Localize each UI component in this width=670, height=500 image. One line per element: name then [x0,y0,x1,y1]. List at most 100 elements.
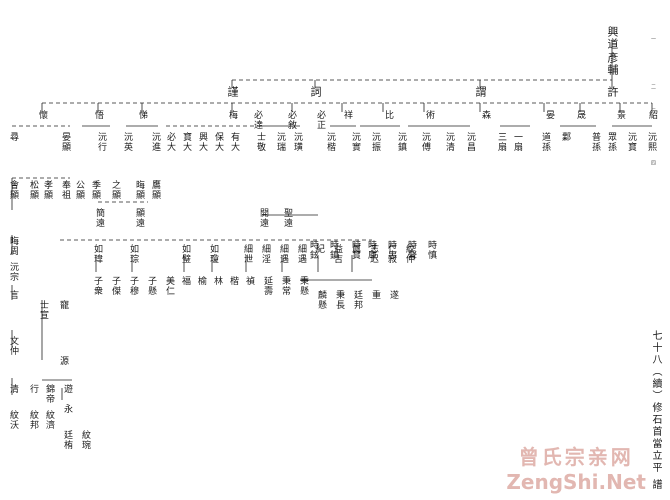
tier3-name: 沅鎮 [396,132,406,152]
tier4-name: 時鉉 [308,240,318,260]
watermark-cn: 曾氏宗亲网 [518,445,634,469]
tier4-name: 顯遠 [134,208,144,228]
tier4-name: 松顯 [28,180,38,200]
tier4-name: 時忠 [386,240,396,260]
tier4-name: 孝顯 [42,180,52,200]
tier3-name: 沅振 [370,132,380,152]
tier3-name: 晏顯 [60,132,70,152]
tier6-name: 士宣 [38,300,48,320]
tier3-name: 沅進 [150,132,160,152]
tier4-name: 會顯 [8,180,18,200]
tier2-name: 術 [424,110,434,120]
tier2-name: 紹 [647,110,657,120]
tier2-name: 晏 [544,110,554,120]
tier5-name: 細淫 [260,244,270,264]
tier5-name: 如琮 [128,244,138,264]
tier5-name: 細遇 [296,244,306,264]
page-title: 七十八（續）修石首當立平 譜 [650,330,661,492]
tier1-name: 許 [606,86,619,98]
tier4-name: 時庫 [366,240,376,260]
tier6-name: 廷邦 [352,290,362,310]
tier5-name: 如璧 [180,244,190,264]
tier4-name: 時鎮 [328,240,338,260]
tier7-name: 永 [62,404,72,414]
tier6-name: 榆 [196,276,206,286]
tier5-name: 紋仲 [404,244,414,264]
tier2-name: 必敘 [286,110,296,130]
tier3-name: 沅英 [122,132,132,152]
tier3-name: 沅實 [350,132,360,152]
tier4-name: 簡遠 [94,208,104,228]
tier6-name: 子衆 [92,276,102,296]
tier3-name: 士敬 [255,132,265,152]
tier3-name: 三扇 [496,132,506,152]
tier3-name: 沅清 [444,132,454,152]
watermark: 曾氏宗亲网 ZengShi.Net [506,441,646,494]
generation-label: 四 [650,160,656,165]
tier3-name: 尋 [8,132,18,142]
tier5-name: 晦周 [8,236,18,256]
tier2-name: 晟 [575,110,585,120]
tier6-name: 美仁 [164,276,174,296]
tier6-name: 福 [180,276,190,286]
tier4-name: 時慎 [426,240,436,260]
tier6-name: 延壽 [262,276,272,296]
tier3-name: 沅昌 [465,132,475,152]
tier2-name: 懷 [37,110,47,120]
tier5-name: 眞 [350,244,360,254]
tier2-name: 必正 [315,110,325,130]
tier6-name: 源 [58,356,68,366]
tier2-name: 森 [480,110,490,120]
tier3-name: 沅熙 [646,132,656,152]
tier3-name: 有大 [229,132,239,152]
tier6-name: 子懸 [146,276,156,296]
tier4-name: 公顯 [74,180,84,200]
tier5-name: 清 [8,384,18,394]
tier4-name: 鷹顯 [150,180,160,200]
tier5-name: 言 [8,290,18,300]
tier3-name: 鄴 [560,132,570,142]
tier5-name: 沅宗 [8,262,18,282]
tier3-name: 道孫 [540,132,550,152]
tier6-name: 秉長 [334,290,344,310]
tier4-name: 季顯 [90,180,100,200]
tier5-name: 益吉 [332,244,342,264]
tier6-name: 禎 [244,276,254,286]
tier3-name: 沅瑞 [275,132,285,152]
tier4-name: 之顯 [110,180,120,200]
tier7-name: 紋沃 [8,410,18,430]
tier5-name: 仁寂 [386,244,396,264]
watermark-en: ZengShi.Net [506,470,646,494]
tier3-name: 沅行 [96,132,106,152]
tier5-name: 行 [28,384,38,394]
tier5-name: 錦帝 [44,384,54,404]
tier5-name: 紀 [314,244,324,254]
tier3-name: 沅璜 [292,132,302,152]
tier2-name: 悟 [93,110,103,120]
tier6-name: 重 [370,290,380,300]
tier7-name: 紋邦 [28,410,38,430]
tier6-name: 楷 [228,276,238,286]
tier3-name: 沅傅 [420,132,430,152]
tier4-name: 開遠 [258,208,268,228]
tier4-name: 奉祖 [60,180,70,200]
tier1-name: 詞 [309,86,322,98]
tier5-name: 遊 [62,384,72,394]
tier2-name: 梅 [227,110,237,120]
tier2-name: 景 [615,110,625,120]
tier6-name: 麟懸 [316,290,326,310]
tier4-name: 時寶 [350,240,360,260]
tier1-name: 謂 [474,86,487,98]
generation-label: 三 [650,108,656,113]
tier3-name: 普孫 [590,132,600,152]
tier5-name: 如瓊 [208,244,218,264]
tier6-name: 寵 [58,300,68,310]
tier6-name: 子傑 [110,276,120,296]
tier3-name: 必大 [165,132,175,152]
tier4-name: 聖遠 [282,208,292,228]
tier5-name: 如瑋 [92,244,102,264]
tier3-name: 保大 [213,132,223,152]
generation-label: 二 [650,84,656,89]
